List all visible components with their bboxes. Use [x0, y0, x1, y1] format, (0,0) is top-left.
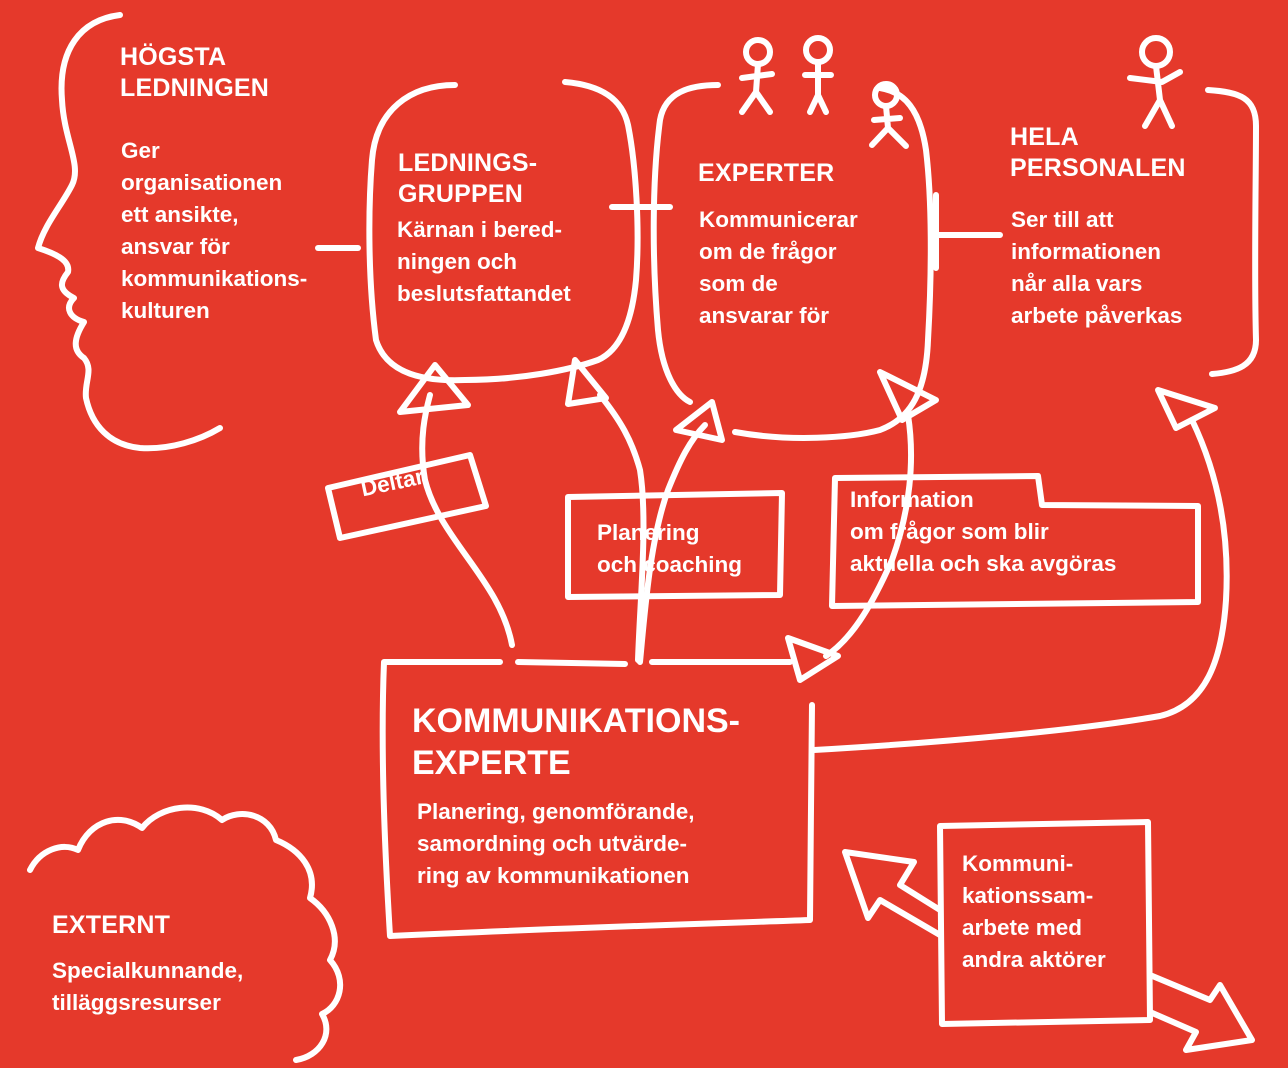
information-label: Information om frågor som blir aktuella …	[850, 487, 1117, 576]
deltar-arrow-head	[397, 362, 471, 415]
planering-experter-shaft	[637, 422, 708, 665]
externt-title: EXTERNT	[52, 911, 171, 939]
experter-outline	[650, 82, 934, 441]
personalen-text: Ser till att informationen når alla vars…	[1011, 207, 1183, 328]
personalen-arrow-shaft	[811, 417, 1230, 753]
hogsta-head-outline	[35, 12, 223, 452]
hogsta-title: HÖGSTA LEDNINGEN	[120, 43, 270, 102]
samarbete-label: Kommuni- kationssam- arbete med andra ak…	[962, 851, 1106, 972]
planering-experter-head	[673, 399, 725, 443]
information-label-box	[829, 473, 1201, 609]
experter-text: Kommunicerar om de frågor som de ansvara…	[699, 207, 858, 328]
stick-figure-icon	[739, 37, 775, 115]
information-arrow-shaft	[823, 412, 915, 659]
externt-cloud-outline	[27, 804, 343, 1063]
deltar-label-box	[325, 452, 489, 541]
information-arrow-head-top	[877, 369, 939, 423]
planering-arrow-head	[565, 357, 609, 407]
ledningsgruppen-title: LEDNINGS- GRUPPEN	[398, 149, 538, 208]
stick-figure-icon	[802, 35, 834, 115]
deltar-arrow-shaft	[419, 392, 515, 648]
kommunikation-text: Planering, genomförande, samordning och …	[417, 799, 695, 888]
ledningsgruppen-outline	[366, 79, 641, 384]
planering-arrow-shaft	[597, 392, 647, 663]
experter-title: EXPERTER	[698, 159, 835, 187]
stick-figure-icon	[869, 81, 909, 149]
stick-figure-icon	[1127, 35, 1183, 129]
personalen-bracket	[1205, 87, 1259, 377]
ledningsgruppen-text: Kärnan i bered- ningen och beslutsfattan…	[397, 217, 571, 306]
samarbete-arrow-upper	[842, 849, 943, 938]
experter-personal-connector	[932, 192, 1003, 271]
planering-label: Planering och coaching	[597, 520, 743, 577]
kommunikation-title: KOMMUNIKATIONS- EXPERTE	[412, 702, 740, 782]
hogsta-text: Ger organisationen ett ansikte, ansvar f…	[121, 138, 308, 323]
information-arrow-head	[785, 635, 841, 683]
externt-text: Specialkunnande, tilläggsresurser	[52, 958, 244, 1015]
samarbete-arrow-lower	[1147, 972, 1255, 1053]
personalen-arrow-head	[1155, 387, 1218, 431]
planering-label-box	[565, 490, 785, 600]
personalen-title: HELA PERSONALEN	[1010, 123, 1186, 182]
samarbete-label-box	[937, 819, 1153, 1027]
kommunikation-box-outline	[379, 658, 815, 939]
